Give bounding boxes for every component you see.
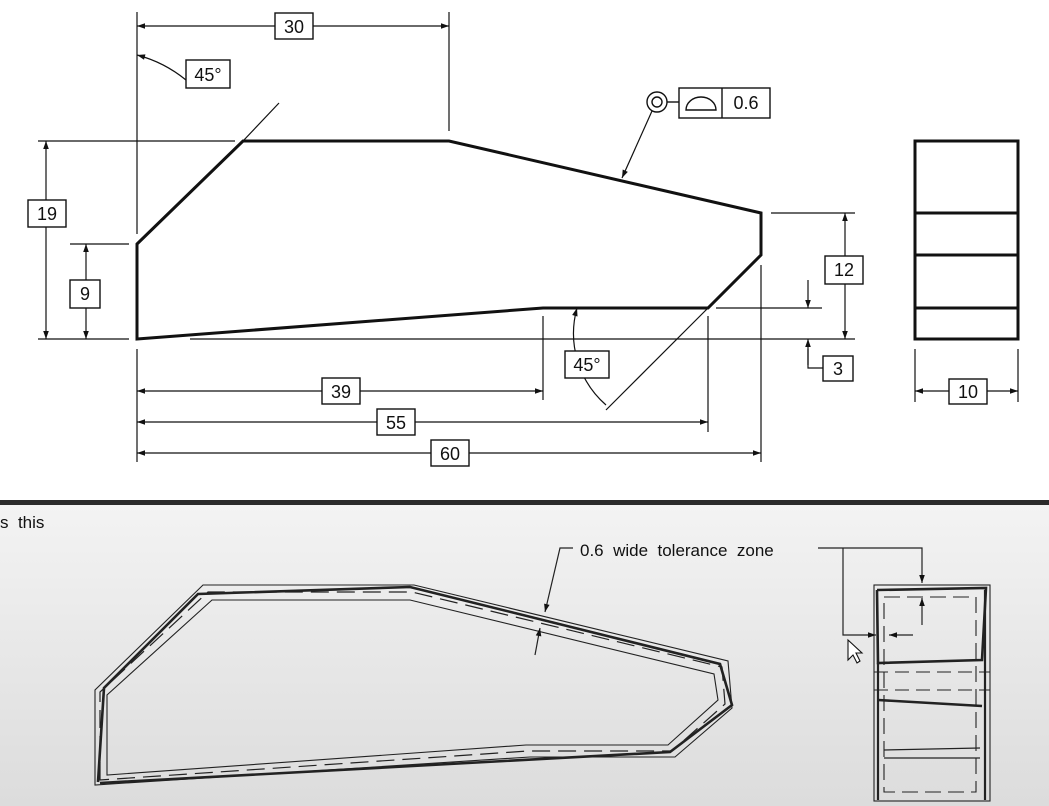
dim-height-left: 9 (80, 284, 90, 304)
part-outline (135, 139, 763, 341)
caption-fragment: s this (0, 513, 45, 532)
dim-right-offset: 3 (833, 359, 843, 379)
dimension-boxes (27, 12, 864, 467)
dim-height-overall: 19 (37, 204, 57, 224)
extension-lines (38, 12, 855, 462)
side-view-width: 10 (958, 382, 978, 402)
panel-divider (0, 500, 1049, 505)
dimension-texts: 30 45° 19 9 12 3 45° 39 55 60 0.6 (37, 17, 854, 464)
dim-right-height: 12 (834, 260, 854, 280)
tolerance-zone-illustration (94, 547, 991, 802)
mouse-cursor-icon (847, 638, 864, 664)
side-view (913, 139, 1020, 405)
dim-top-length: 30 (284, 17, 304, 37)
profile-tolerance-value: 0.6 (733, 93, 758, 113)
drawing-sheet (0, 0, 1049, 500)
tolerance-zone-label: 0.6 wide tolerance zone (580, 541, 774, 560)
dim-bottom-chamfer-angle: 45° (573, 355, 600, 375)
dim-length-60: 60 (440, 444, 460, 464)
profile-of-surface-icon (685, 96, 717, 111)
all-around-circle-icon (646, 91, 679, 113)
front-view (27, 12, 864, 467)
dim-chamfer-angle-top: 45° (194, 65, 221, 85)
dim-length-39: 39 (331, 382, 351, 402)
dim-length-55: 55 (386, 413, 406, 433)
